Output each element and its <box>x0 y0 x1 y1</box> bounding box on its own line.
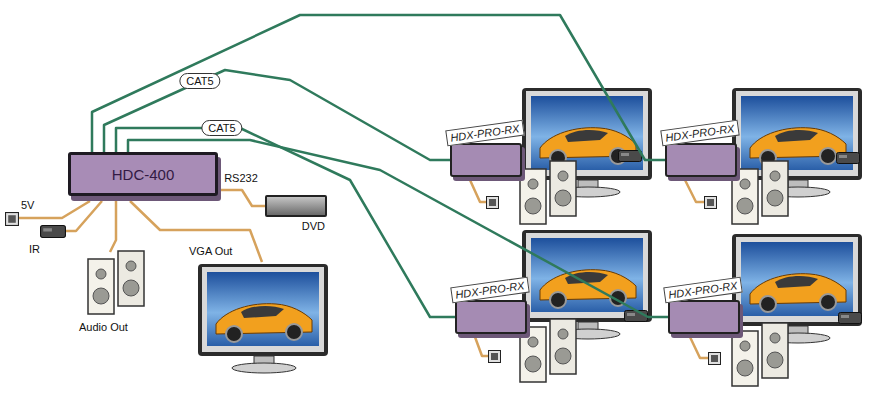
port-label: 5V <box>20 199 35 211</box>
node-label: HDX-PRO-RX <box>660 120 739 147</box>
controller-box: HDC-400 <box>68 152 218 196</box>
cable-label: RS232 <box>222 172 260 184</box>
node-label: HDC-400 <box>112 166 175 183</box>
cable-connector <box>218 190 265 206</box>
receiver-box: HDX-PRO-RX <box>455 300 527 334</box>
receiver-box: HDX-PRO-RX <box>450 143 522 177</box>
node-label: HDX-PRO-RX <box>445 120 524 147</box>
cable-label: CAT5 <box>201 120 242 136</box>
receiver-box: HDX-PRO-RX <box>665 143 737 177</box>
power-supply-icons <box>6 197 721 365</box>
cable-label: CAT5 <box>179 73 220 89</box>
receiver-box: HDX-PRO-RX <box>668 300 740 334</box>
port-label: IR <box>28 243 41 255</box>
node-label: HDX-PRO-RX <box>450 277 529 304</box>
port-label: Audio Out <box>78 321 129 333</box>
cable-connector <box>92 15 665 160</box>
audio-video-wires <box>19 180 708 358</box>
node-label: DVD <box>302 220 325 232</box>
dvd-player: DVD <box>265 195 327 217</box>
node-label: HDX-PRO-RX <box>663 277 742 304</box>
port-label: VGA Out <box>188 245 233 257</box>
